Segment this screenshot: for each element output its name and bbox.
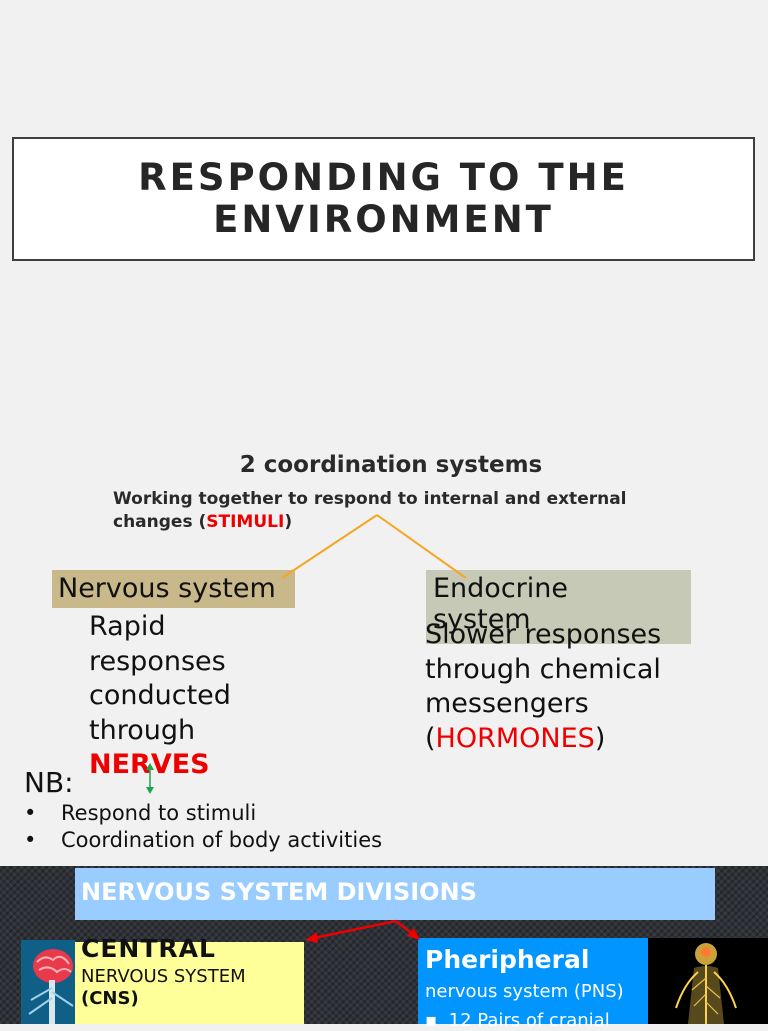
nb-item-respond: • Respond to stimuli xyxy=(24,800,444,827)
divisions-title: NERVOUS SYSTEM DIVISIONS xyxy=(81,878,477,906)
title-box: RESPONDING TO THE ENVIRONMENT xyxy=(12,137,755,261)
human-nervous-system-illustration xyxy=(648,938,768,1024)
nb-list: • Respond to stimuli • Coordination of b… xyxy=(24,800,444,854)
intro-text-end: ) xyxy=(284,512,293,532)
peripheral-bullet: ▪ 12 Pairs of cranial xyxy=(425,1010,610,1031)
peripheral-subtitle: nervous system (PNS) xyxy=(425,981,624,1002)
endocrine-system-box xyxy=(426,570,691,644)
nb-label: NB: xyxy=(24,766,74,799)
central-subtitle: NERVOUS SYSTEM (CNS) xyxy=(81,966,246,1010)
nb-item-text: Coordination of body activities xyxy=(61,828,383,852)
divisions-banner xyxy=(75,868,715,920)
nb-item-text: Respond to stimuli xyxy=(61,801,257,825)
peripheral-bullet-text: 12 Pairs of cranial xyxy=(448,1010,610,1031)
nerves-highlight: NERVES xyxy=(89,749,210,780)
stimuli-highlight: STIMULI xyxy=(206,512,285,532)
intro-text: Working together to respond to internal … xyxy=(113,488,683,534)
hormones-highlight: HORMONES xyxy=(435,722,595,754)
subtitle: 2 coordination systems xyxy=(239,452,543,478)
nb-item-coordination: • Coordination of body activities xyxy=(24,827,444,854)
peripheral-title: Pheripheral xyxy=(425,945,590,974)
endocrine-desc-text: Slower responses through chemical messen… xyxy=(425,619,662,754)
central-subtitle-text: NERVOUS SYSTEM xyxy=(81,966,246,987)
central-title: CENTRAL xyxy=(81,934,216,963)
nervous-system-label: Nervous system xyxy=(58,573,276,604)
endocrine-desc-end: ) xyxy=(594,722,606,754)
bullet-icon: • xyxy=(24,828,37,852)
bullet-icon: • xyxy=(24,801,37,825)
cns-abbreviation: (CNS) xyxy=(81,988,139,1009)
intro-text-start: Working together to respond to internal … xyxy=(113,489,627,532)
slide-title: RESPONDING TO THE ENVIRONMENT xyxy=(138,156,629,241)
nervous-system-box xyxy=(52,570,295,608)
peripheral-nervous-system-box xyxy=(418,938,648,1024)
central-nervous-system-box xyxy=(75,942,304,1024)
brain-spine-illustration xyxy=(21,940,75,1024)
square-bullet-icon: ▪ xyxy=(425,1010,438,1031)
endocrine-system-description: Slower responses through chemical messen… xyxy=(425,618,765,756)
nervous-desc-text: Rapid responses conducted through xyxy=(89,611,231,746)
